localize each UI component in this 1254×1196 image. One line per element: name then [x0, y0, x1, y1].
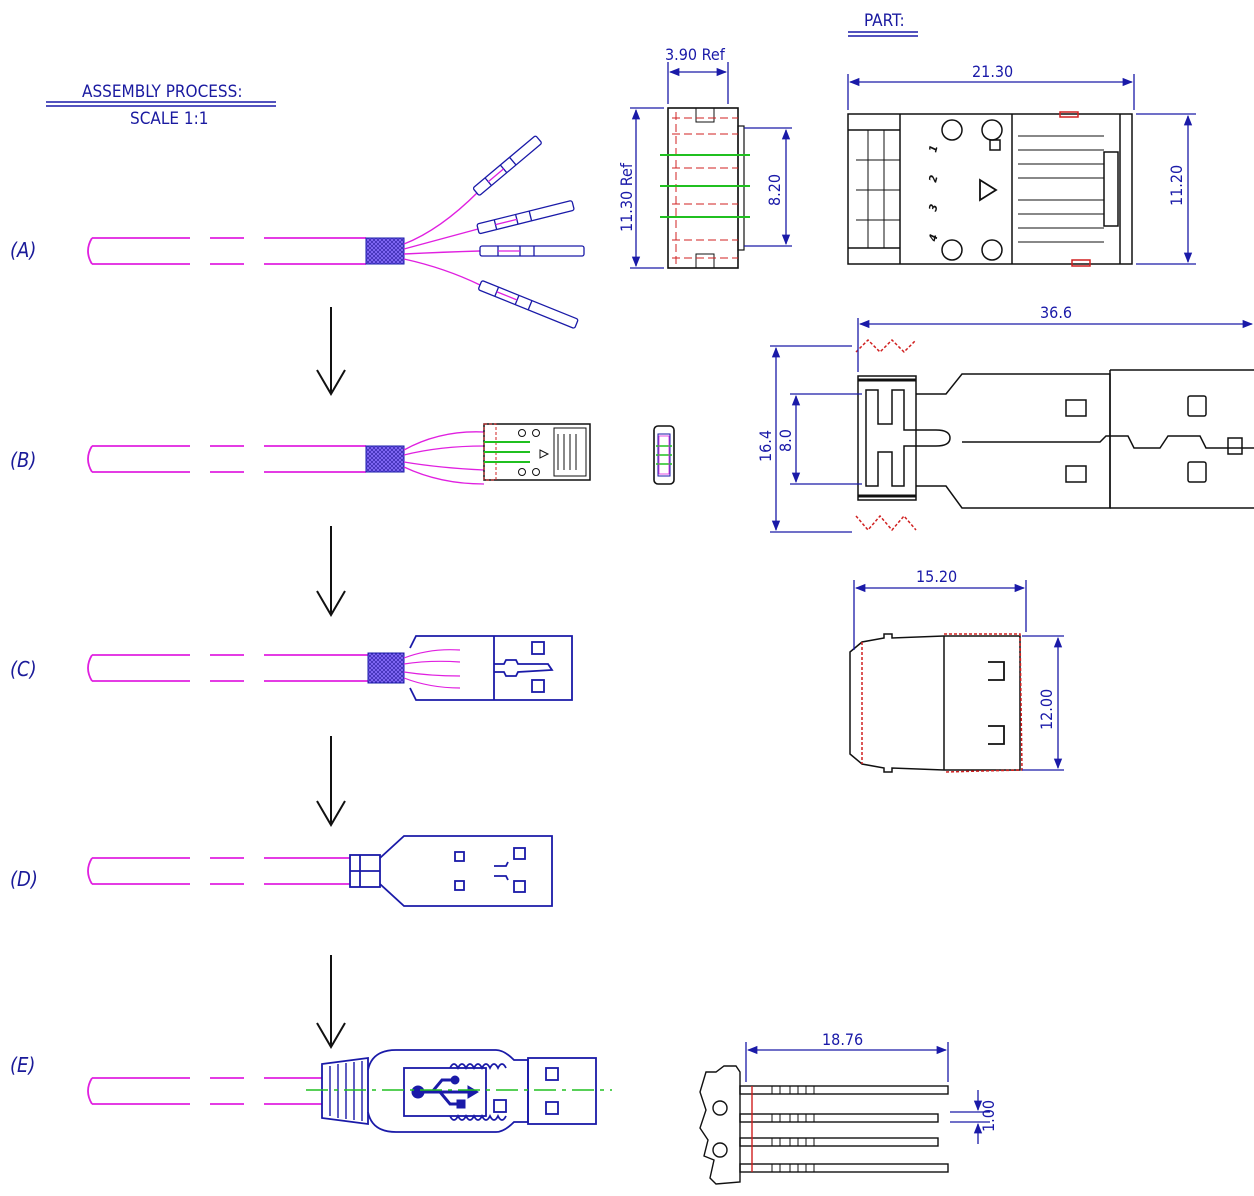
step-c-shell — [409, 635, 573, 701]
clip-view — [849, 633, 1023, 773]
pin-number-4: 4 — [926, 233, 940, 243]
insert-pitch-value: 8.20 — [765, 174, 784, 206]
housing-height-value: 11.20 — [1167, 165, 1186, 206]
housing-length-value: 21.30 — [972, 62, 1013, 81]
step-e-cable — [87, 1049, 612, 1133]
part-heading: PART: — [848, 11, 918, 37]
assembly-title: ASSEMBLY PROCESS: — [82, 82, 243, 102]
terminal-pitch-dim — [950, 1090, 990, 1144]
clip-height-value: 12.00 — [1037, 689, 1056, 730]
pin-number-1: 1 — [926, 144, 940, 154]
step-b-end-view — [653, 425, 675, 485]
part-title: PART: — [864, 11, 905, 31]
assembly-heading: ASSEMBLY PROCESS: SCALE 1:1 — [46, 82, 276, 129]
step-c-label: (C) — [10, 657, 37, 681]
clip-height-dim — [1022, 635, 1064, 771]
terminal-strip — [699, 1065, 949, 1185]
arrow-a-to-b — [316, 307, 346, 396]
arrow-b-to-c — [316, 526, 346, 617]
step-b-cable — [87, 423, 675, 485]
scale-label: SCALE 1:1 — [130, 109, 209, 129]
terminal-pitch-value: 1.00 — [979, 1100, 998, 1132]
arrow-d-to-e — [316, 955, 346, 1049]
pin-number-2: 2 — [926, 174, 940, 184]
step-a-cable — [87, 135, 585, 329]
shell-inner-height-value: 8.0 — [776, 429, 795, 452]
step-d-connector — [349, 835, 553, 907]
finished-plug — [321, 1049, 597, 1133]
shell-outer-height-value: 16.4 — [756, 430, 775, 462]
insert-side-view — [660, 107, 750, 269]
terminal-length-dim — [745, 1042, 949, 1082]
shell-side-view — [855, 338, 1254, 532]
pin-number-3: 3 — [926, 203, 940, 213]
shell-length-dim — [857, 318, 1254, 372]
clip-length-dim — [853, 580, 1027, 650]
step-e-label: (E) — [10, 1053, 35, 1077]
terminal-length-value: 18.76 — [822, 1030, 863, 1049]
insert-pitch-dim — [744, 127, 792, 247]
step-d-cable — [87, 835, 553, 907]
insert-height-value: 11.30 Ref — [617, 162, 636, 232]
step-a-label: (A) — [10, 238, 36, 262]
insert-height-dim — [630, 107, 664, 269]
insert-width-value: 3.90 Ref — [665, 45, 726, 64]
housing-top-view — [847, 111, 1133, 267]
step-d-label: (D) — [10, 867, 38, 891]
shell-inner-height-dim — [790, 393, 862, 485]
step-b-housing — [483, 423, 591, 481]
usb-trident-icon — [411, 1075, 479, 1109]
housing-length-dim — [847, 74, 1135, 110]
insert-width-dim — [667, 62, 729, 104]
step-c-cable — [87, 635, 573, 701]
arrow-c-to-d — [316, 736, 346, 827]
shell-outer-height-dim — [770, 345, 852, 533]
housing-height-dim — [1136, 113, 1196, 265]
step-b-label: (B) — [10, 448, 36, 472]
shell-length-value: 36.6 — [1040, 303, 1072, 322]
clip-length-value: 15.20 — [916, 567, 957, 586]
